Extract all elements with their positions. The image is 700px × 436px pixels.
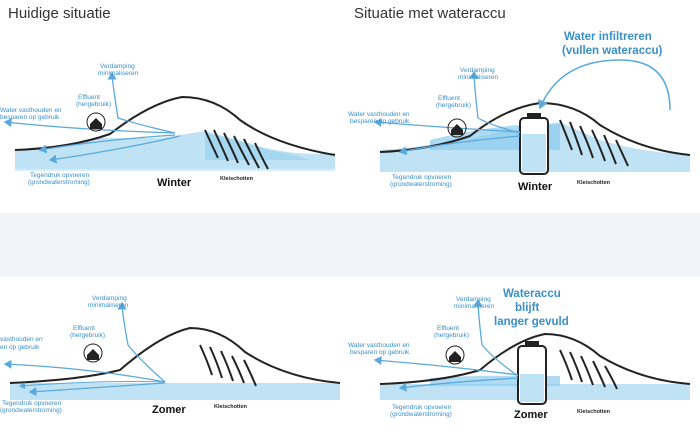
wateraccu-cap (527, 113, 541, 118)
reuse-cycle-icon (447, 118, 467, 138)
label-effluent-line2: (hergebruik) (76, 101, 111, 108)
label-counterpressure-line1: Tegendruk opvoeren (392, 174, 452, 181)
dune-outline (14, 95, 336, 156)
reuse-cycle-icon (445, 345, 465, 365)
label-retention-line2: en op gebruik (0, 344, 40, 351)
clay-screen (559, 349, 573, 381)
label-effluent-line1: Effluent (73, 325, 95, 332)
label-effluent-line1: Effluent (437, 325, 459, 332)
label-retention-line1: Water vasthouden en (348, 111, 410, 118)
season-label-summer: Zomer (514, 409, 548, 421)
counterpressure-arrow (398, 135, 521, 156)
label-effluent-line1: Effluent (78, 94, 100, 101)
heading-with-wateraccu: Situatie met wateraccu (354, 5, 506, 22)
counterpressure-arrow (28, 382, 166, 397)
label-evaporation-line2: minimaliseren (98, 70, 138, 77)
retention-arrow (373, 117, 521, 133)
panel-current-winter: Verdamping minimaliseren Effluent (herge… (0, 63, 336, 189)
retention-arrow (3, 118, 176, 134)
label-evaporation-line2: minimaliseren (88, 302, 128, 309)
label-counterpressure-line2: (grondwaterstroming) (390, 411, 452, 418)
label-effluent-line2: (hergebruik) (70, 332, 105, 339)
label-counterpressure-line2: (grondwaterstroming) (390, 181, 452, 188)
dune-outline (379, 332, 691, 385)
label-retention-line1: Water vasthouden en (0, 107, 62, 114)
groundwater-body (10, 383, 340, 400)
label-evaporation-line2: minimaliseren (458, 74, 498, 81)
panel-current-summer: Verdamping minimaliseren Effluent (herge… (0, 295, 341, 416)
label-evaporation-line1: Verdamping (92, 295, 127, 302)
season-label-winter: Winter (518, 181, 553, 193)
retention-arrow (373, 355, 519, 376)
clay-screen (204, 129, 219, 159)
wateraccu-cap (525, 341, 539, 346)
divider-band (0, 213, 700, 277)
label-effluent-line1: Effluent (438, 95, 460, 102)
counterpressure-arrow (398, 377, 519, 392)
label-counterpressure-line1: Tegendruk opvoeren (30, 172, 90, 179)
dune-outline (9, 326, 341, 384)
label-accu-stays-line3: langer gevuld (494, 316, 569, 328)
counterpressure-arrow-2 (19, 381, 166, 390)
retention-arrow (3, 359, 166, 383)
label-counterpressure-line1: Tegendruk opvoeren (2, 400, 62, 407)
house-icon (449, 351, 461, 362)
panel-wateraccu-winter: Water infiltreren (vullen wateraccu) Ver… (348, 31, 691, 193)
label-effluent-line2: (hergebruik) (436, 102, 471, 109)
reuse-cycle-icon (86, 112, 106, 132)
reuse-cycle-icon (83, 343, 103, 363)
label-counterpressure-line2: (grondwaterstroming) (0, 407, 62, 414)
label-counterpressure-line1: Tegendruk opvoeren (392, 404, 452, 411)
house-icon (87, 349, 99, 360)
label-evaporation-line1: Verdamping (100, 63, 135, 70)
label-evaporation-line1: Verdamping (460, 67, 495, 74)
infiltration-arrow (538, 59, 671, 111)
heading-current-situation: Huidige situatie (8, 5, 111, 22)
clay-screen (559, 119, 573, 151)
label-evaporation-line2: minimaliseren (454, 303, 494, 310)
season-label-summer: Zomer (152, 404, 186, 416)
counterpressure-arrow-2 (48, 135, 181, 164)
label-clay-screens: Kleischotten (577, 180, 611, 186)
label-retention-line1: vasthouden en (0, 336, 43, 343)
evaporation-arrow (117, 301, 166, 383)
evaporation-arrow (107, 71, 176, 134)
label-accu-stays-line1: Wateraccu (503, 288, 561, 300)
house-icon (90, 118, 102, 129)
label-infiltration-line1: Water infiltreren (564, 31, 652, 43)
label-effluent-line2: (hergebruik) (434, 332, 469, 339)
label-retention-line2: besparen op gebruik (350, 118, 410, 125)
house-icon (451, 124, 463, 135)
evaporation-arrow (469, 70, 521, 134)
label-retention-line2: besparen op gebruik (350, 349, 410, 356)
label-retention-line2: besparen op gebruik (0, 114, 60, 121)
label-clay-screens: Kleischotten (577, 409, 611, 415)
evaporation-arrow (473, 298, 519, 377)
wateraccu-fill (520, 374, 544, 402)
clay-screen (199, 344, 213, 376)
label-evaporation-line1: Verdamping (456, 296, 491, 303)
label-infiltration-line2: (vullen wateraccu) (562, 45, 663, 57)
label-retention-line1: Water vasthouden en (348, 342, 410, 349)
label-clay-screens: Kleischotten (220, 176, 254, 182)
label-clay-screens: Kleischotten (214, 404, 248, 410)
label-counterpressure-line2: (grondwaterstroming) (28, 179, 90, 186)
wateraccu-fill (522, 134, 546, 172)
label-accu-stays-line2: blijft (515, 302, 539, 314)
counterpressure-arrow (38, 134, 176, 154)
season-label-winter: Winter (157, 177, 192, 189)
panel-wateraccu-summer: Wateraccu blijft langer gevuld Verdampin… (348, 288, 691, 421)
